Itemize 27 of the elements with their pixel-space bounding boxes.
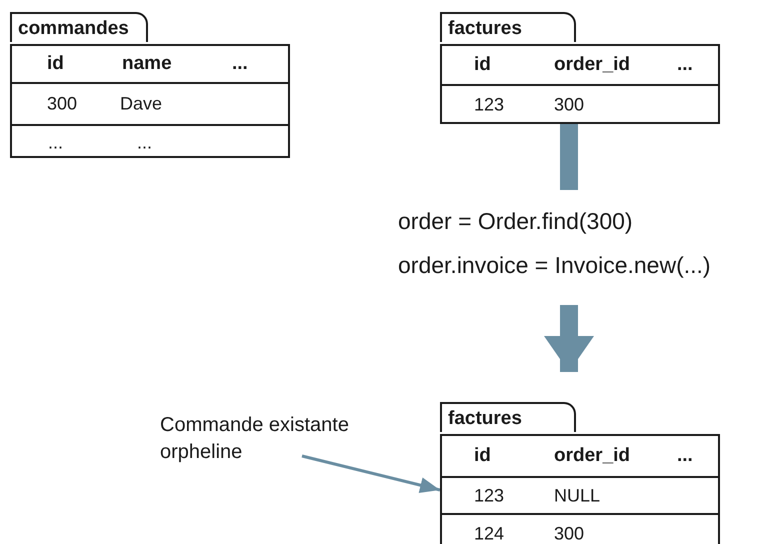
column-header: id (47, 53, 64, 75)
table-value: ... (137, 132, 152, 154)
table-value: 123 (474, 485, 504, 506)
arrow (544, 305, 594, 372)
table-value: 300 (554, 524, 584, 544)
table-value: Dave (120, 94, 162, 114)
column-header: id (474, 445, 491, 467)
table-value: 300 (47, 94, 78, 114)
column-header: name (122, 53, 172, 75)
annotation-text: Commande existante orpheline (160, 413, 350, 465)
table-tab-title: commandes (10, 12, 148, 42)
table-value: 300 (554, 94, 584, 116)
column-header: ... (677, 445, 693, 467)
table-value: NULL (554, 485, 600, 506)
column-header: ... (677, 54, 693, 76)
table-value: 124 (474, 524, 504, 544)
column-header: order_id (554, 445, 630, 467)
table-tab-title: factures (440, 12, 576, 42)
code-line: order = Order.find(300) (398, 208, 633, 235)
table-value: 123 (474, 94, 504, 116)
code-line: order.invoice = Invoice.new(...) (398, 252, 711, 279)
arrow (302, 454, 440, 493)
column-header: order_id (554, 54, 630, 76)
table-tab-title: factures (440, 402, 576, 432)
column-header: id (474, 54, 491, 76)
column-header: ... (232, 53, 248, 75)
table-value: ... (48, 132, 64, 154)
